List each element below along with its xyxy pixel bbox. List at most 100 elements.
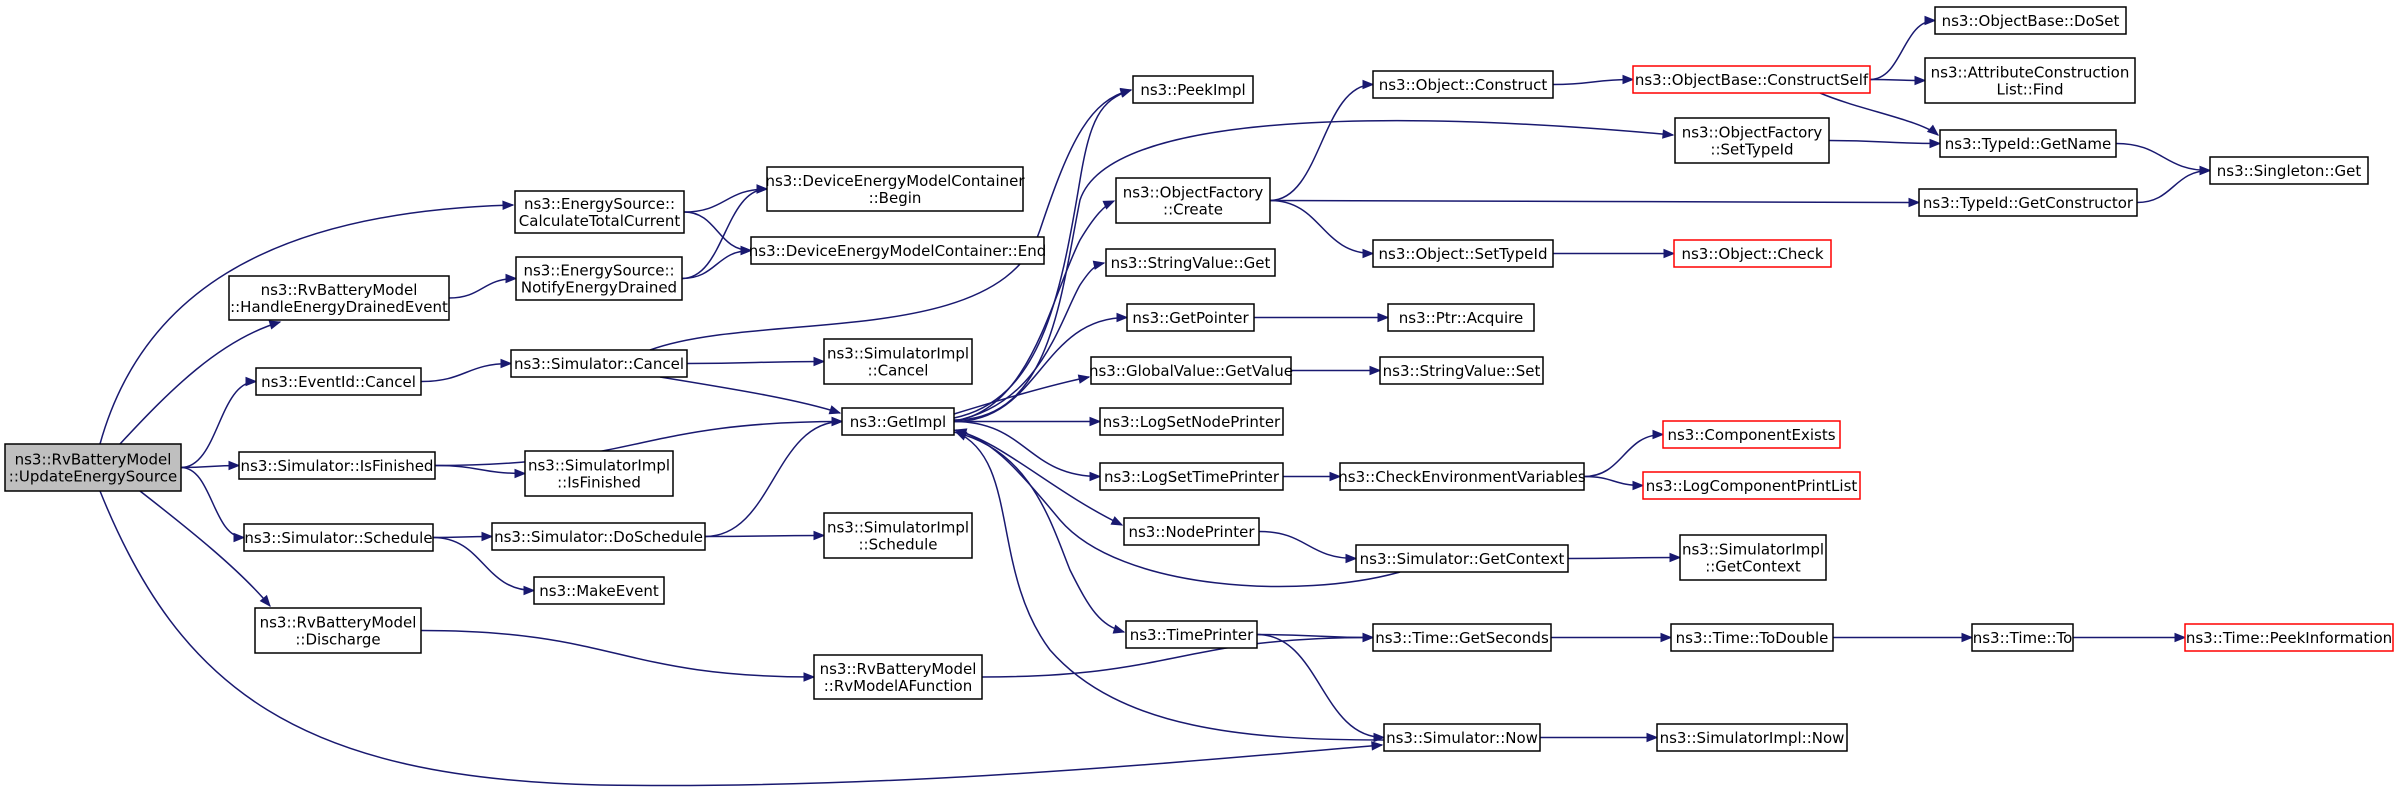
call-edge (1291, 365, 1382, 376)
edge-line (2136, 169, 2211, 204)
node-get-pointer[interactable]: ns3::GetPointer (1126, 303, 1255, 332)
edge-arrowhead (245, 376, 258, 387)
edge-arrowhead (1929, 138, 1942, 149)
edge-arrowhead (2174, 632, 2187, 643)
node-label: ::Begin (869, 189, 922, 207)
node-box (515, 256, 683, 301)
node-check-env[interactable]: ns3::CheckEnvironmentVariables (1338, 462, 1586, 491)
node-label: ::IsFinished (557, 474, 641, 492)
node-box (533, 576, 665, 605)
node-label: ns3::EnergySource:: (523, 262, 674, 280)
node-label: ::RvModelAFunction (824, 677, 973, 695)
node-gv-get-value[interactable]: ns3::GlobalValue::GetValue (1089, 356, 1293, 385)
node-box (1125, 620, 1258, 649)
node-label: ns3::Simulator::DoSchedule (494, 528, 703, 546)
node-sim-cancel[interactable]: ns3::Simulator::Cancel (510, 349, 688, 378)
node-time-printer[interactable]: ns3::TimePrinter (1125, 620, 1258, 649)
node-label: ns3::NodePrinter (1128, 523, 1255, 541)
node-rv-discharge[interactable]: ns3::RvBatteryModel::Discharge (254, 607, 422, 654)
node-sim-impl-get-context[interactable]: ns3::SimulatorImpl::GetContext (1679, 534, 1827, 581)
node-box (1662, 420, 1841, 449)
node-label: CalculateTotalCurrent (519, 212, 681, 230)
node-label: ns3::ObjectBase::ConstructSelf (1635, 71, 1869, 89)
call-edge (1256, 633, 1386, 743)
node-obj-set-type-id[interactable]: ns3::Object::SetTypeId (1372, 239, 1554, 268)
edge-line (704, 420, 843, 538)
node-sim-do-schedule[interactable]: ns3::Simulator::DoSchedule (491, 522, 706, 551)
node-event-cancel[interactable]: ns3::EventId::Cancel (255, 367, 422, 396)
node-update-energy-source[interactable]: ns3::RvBatteryModel::UpdateEnergySource (4, 443, 182, 492)
node-log-comp-print-list[interactable]: ns3::LogComponentPrintList (1642, 471, 1861, 500)
node-label: ns3::StringValue::Set (1383, 362, 1541, 380)
node-calc-total-current[interactable]: ns3::EnergySource::CalculateTotalCurrent (514, 190, 685, 234)
node-label: ns3::SimulatorImpl (827, 519, 969, 537)
node-comp-exists[interactable]: ns3::ComponentExists (1662, 420, 1841, 449)
node-time-to[interactable]: ns3::Time::To (1971, 623, 2074, 652)
node-sim-impl-is-finished[interactable]: ns3::SimulatorImpl::IsFinished (524, 450, 674, 497)
node-box (1099, 462, 1284, 491)
edge-arrowhead (1377, 312, 1390, 323)
node-peek-impl[interactable]: ns3::PeekImpl (1132, 75, 1254, 104)
call-edge (954, 431, 1385, 741)
node-label: ns3::ComponentExists (1667, 426, 1835, 444)
node-log-set-time-printer[interactable]: ns3::LogSetTimePrinter (1099, 462, 1284, 491)
node-str-val-set[interactable]: ns3::StringValue::Set (1379, 356, 1544, 385)
node-sim-impl-schedule[interactable]: ns3::SimulatorImpl::Schedule (823, 512, 973, 559)
edge-line (953, 431, 1125, 633)
node-singleton-get[interactable]: ns3::Singleton::Get (2209, 156, 2369, 185)
node-ob-do-set[interactable]: ns3::ObjectBase::DoSet (1934, 6, 2127, 35)
node-sim-impl-now[interactable]: ns3::SimulatorImpl::Now (1656, 723, 1848, 752)
node-rv-model-a[interactable]: ns3::RvBatteryModel::RvModelAFunction (813, 654, 983, 700)
node-demc-begin[interactable]: ns3::DeviceEnergyModelContainer::Begin (765, 166, 1025, 212)
node-node-printer[interactable]: ns3::NodePrinter (1123, 517, 1260, 546)
node-time-to-double[interactable]: ns3::Time::ToDouble (1670, 623, 1834, 652)
node-time-get-seconds[interactable]: ns3::Time::GetSeconds (1372, 623, 1552, 652)
node-box (1339, 462, 1585, 491)
edge-arrowhead (1662, 129, 1675, 139)
node-type-id-get-constructor[interactable]: ns3::TypeId::GetConstructor (1918, 188, 2138, 217)
node-sim-is-finished[interactable]: ns3::Simulator::IsFinished (238, 451, 436, 480)
node-box (255, 367, 422, 396)
edge-arrowhead (1345, 553, 1358, 564)
node-type-id-get-name[interactable]: ns3::TypeId::GetName (1939, 129, 2117, 158)
node-label: ::UpdateEnergySource (9, 468, 177, 486)
node-obj-check[interactable]: ns3::Object::Check (1673, 239, 1832, 268)
node-label: ns3::RvBatteryModel (15, 451, 172, 469)
call-edge (1551, 632, 1673, 643)
node-get-impl[interactable]: ns3::GetImpl (841, 407, 955, 436)
edge-arrowhead (514, 468, 527, 479)
node-of-create[interactable]: ns3::ObjectFactory::Create (1115, 177, 1271, 224)
edge-arrowhead (1663, 248, 1676, 259)
node-sim-impl-cancel[interactable]: ns3::SimulatorImpl::Cancel (823, 338, 973, 385)
edge-arrowhead (1669, 552, 1682, 563)
edge-line (99, 490, 1383, 787)
node-label: ns3::Simulator::IsFinished (241, 457, 434, 475)
node-label: ::Schedule (858, 536, 937, 554)
node-of-set-type-id[interactable]: ns3::ObjectFactory::SetTypeId (1674, 117, 1830, 164)
node-sim-get-context[interactable]: ns3::Simulator::GetContext (1355, 544, 1569, 573)
node-box (823, 338, 973, 385)
node-box (243, 523, 434, 552)
node-box (1105, 248, 1276, 277)
node-sim-schedule[interactable]: ns3::Simulator::Schedule (243, 523, 434, 552)
edge-line (434, 464, 526, 475)
node-box (1679, 534, 1827, 581)
edge-line (1258, 530, 1357, 560)
edge-line (1256, 633, 1385, 739)
node-box (254, 607, 422, 654)
call-edge (953, 260, 1106, 422)
node-obj-construct[interactable]: ns3::Object::Construct (1372, 70, 1554, 99)
node-ob-construct-self[interactable]: ns3::ObjectBase::ConstructSelf (1632, 65, 1871, 94)
node-str-val-get[interactable]: ns3::StringValue::Get (1105, 248, 1276, 277)
edge-line (420, 362, 512, 383)
node-sim-now[interactable]: ns3::Simulator::Now (1383, 723, 1541, 752)
node-handle-drained[interactable]: ns3::RvBatteryModel::HandleEnergyDrained… (228, 275, 450, 321)
node-label: ns3::TypeId::GetConstructor (1923, 194, 2134, 212)
node-log-set-node-printer[interactable]: ns3::LogSetNodePrinter (1099, 407, 1284, 436)
node-time-peek-info[interactable]: ns3::Time::PeekInformation (2184, 623, 2394, 652)
node-notify-drained[interactable]: ns3::EnergySource::NotifyEnergyDrained (515, 256, 683, 301)
node-ptr-acquire[interactable]: ns3::Ptr::Acquire (1387, 303, 1535, 332)
node-make-event[interactable]: ns3::MakeEvent (533, 576, 665, 605)
node-demc-end[interactable]: ns3::DeviceEnergyModelContainer::End (749, 236, 1046, 265)
